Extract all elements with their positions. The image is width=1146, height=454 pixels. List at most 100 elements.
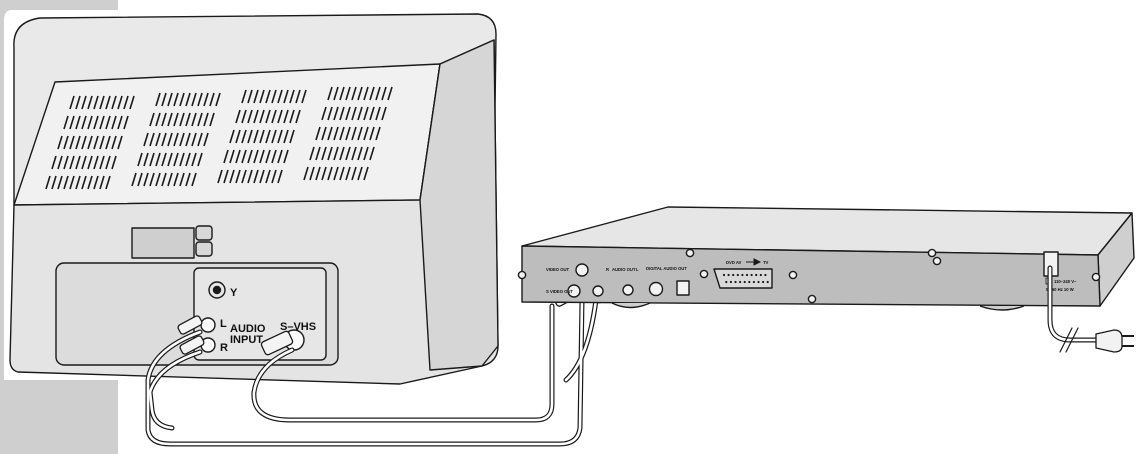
- vent-slot: [369, 106, 375, 121]
- vent-slot: [303, 166, 309, 181]
- scart-pin: [759, 273, 762, 277]
- mains-plug-body: [1095, 329, 1123, 353]
- vent-slot: [87, 95, 93, 110]
- power-rating-line1: 110–240 V~: [1054, 279, 1077, 284]
- vent-slot: [179, 152, 185, 167]
- vent-slot: [197, 132, 203, 147]
- vent-slot: [105, 95, 111, 110]
- vent-slot: [203, 132, 209, 147]
- vent-slot: [223, 149, 229, 164]
- vent-slot: [185, 152, 191, 167]
- cord-break-marks: [1059, 327, 1079, 353]
- vent-slot: [87, 155, 93, 170]
- vent-slot: [247, 129, 253, 144]
- vent-slot: [369, 126, 375, 141]
- vent-slot: [283, 89, 289, 104]
- vent-slot: [345, 146, 351, 161]
- vent-slot: [51, 155, 57, 170]
- vent-slot: [253, 149, 259, 164]
- vent-slot: [289, 109, 295, 124]
- screw-8-icon: [1091, 272, 1101, 282]
- audio-input-l-label: L: [220, 318, 227, 330]
- vent-slot: [173, 132, 179, 147]
- vent-slot: [167, 172, 173, 187]
- vent-slot: [93, 115, 99, 130]
- vent-slot: [283, 129, 289, 144]
- vent-slot: [149, 132, 155, 147]
- scart-label: DVD AV: [726, 260, 742, 265]
- vent-slot: [191, 152, 197, 167]
- vent-slot: [247, 149, 253, 164]
- audio-out-label: AUDIO OUT: [612, 267, 636, 272]
- vent-slot: [149, 172, 155, 187]
- screw-7-icon: [932, 256, 942, 266]
- vent-slot: [283, 109, 289, 124]
- scart-pin: [725, 280, 728, 284]
- tv-connectors: [200, 281, 305, 353]
- vent-slot: [75, 115, 81, 130]
- vent-slot: [253, 129, 259, 144]
- vent-slot: [197, 92, 203, 107]
- vent-slot: [209, 92, 215, 107]
- vent-slot: [241, 129, 247, 144]
- vent-slot: [375, 126, 381, 141]
- power-cord-core: [1048, 266, 1100, 342]
- vent-slot: [327, 86, 333, 101]
- vent-slot: [253, 89, 259, 104]
- scart-pin: [743, 280, 746, 284]
- screw-4-icon: [788, 270, 798, 280]
- vent-slot: [265, 89, 271, 104]
- audio-l-cable-core: [146, 298, 584, 446]
- vent-slot: [333, 146, 339, 161]
- s-video-out-label: S VIDEO OUT: [546, 289, 573, 294]
- digital-audio-out-label: DIGITAL AUDIO OUT: [646, 266, 687, 271]
- vent-slot: [277, 129, 283, 144]
- vent-slot: [369, 146, 375, 161]
- vent-slot: [129, 95, 135, 110]
- vent-slot: [229, 129, 235, 144]
- screw-5-icon: [807, 294, 817, 304]
- audio-l-plug-tv: [177, 315, 203, 335]
- vent-slot: [241, 89, 247, 104]
- vent-slot: [271, 149, 277, 164]
- vent-slot: [229, 169, 235, 184]
- scart-pin: [745, 273, 749, 277]
- vent-slot: [339, 146, 345, 161]
- vent-slot: [203, 92, 209, 107]
- audio-r-plug-tv: [179, 335, 205, 355]
- vent-slot: [81, 155, 87, 170]
- s-video-out-jack: [567, 284, 581, 298]
- scart-pin: [722, 273, 726, 277]
- vent-slot: [357, 146, 363, 161]
- vent-slot: [149, 152, 155, 167]
- vent-slot: [93, 135, 99, 150]
- vent-slot: [191, 172, 197, 187]
- scart-pin: [764, 273, 767, 277]
- vent-slot: [87, 175, 93, 190]
- vent-slot: [363, 166, 369, 181]
- vent-slot: [363, 126, 369, 141]
- vent-slot: [117, 95, 123, 110]
- vent-slot: [99, 135, 105, 150]
- vent-slot: [259, 89, 265, 104]
- vent-slot: [339, 86, 345, 101]
- audio-input-l-jack: [200, 317, 216, 333]
- vent-slot: [315, 126, 321, 141]
- vent-slot: [351, 106, 357, 121]
- audio-input-label-line2: INPUT: [230, 334, 263, 346]
- vent-slot: [289, 129, 295, 144]
- vent-slot: [327, 106, 333, 121]
- vent-slot: [259, 109, 265, 124]
- vent-slot: [155, 152, 161, 167]
- vent-slot: [63, 175, 69, 190]
- vent-slot: [295, 89, 301, 104]
- svhs-plug-tv: [260, 330, 294, 356]
- svhs-label: S–VHS: [280, 321, 316, 333]
- vent-slot: [167, 132, 173, 147]
- vent-slot: [387, 86, 393, 101]
- scart-pin: [727, 273, 730, 277]
- vent-slot: [51, 175, 57, 190]
- vent-slot: [185, 112, 191, 127]
- vent-slot: [161, 172, 167, 187]
- tv-side-face: [419, 39, 499, 371]
